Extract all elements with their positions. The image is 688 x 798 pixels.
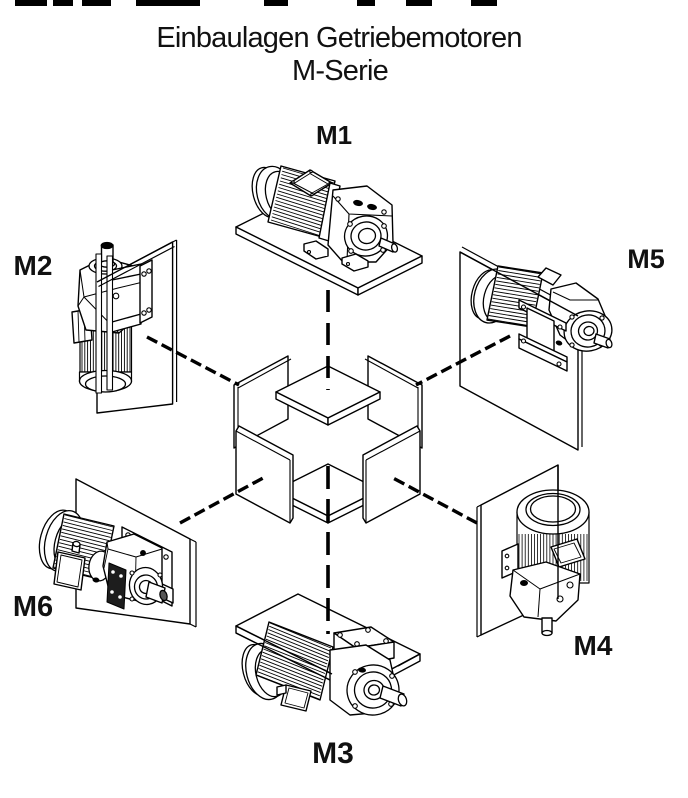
- svg-text:M2: M2: [14, 250, 53, 281]
- svg-text:M1: M1: [316, 120, 352, 150]
- svg-text:M6: M6: [13, 591, 53, 623]
- svg-text:M5: M5: [627, 244, 665, 274]
- svg-text:Einbaulagen Getriebemotoren: Einbaulagen Getriebemotoren: [156, 22, 521, 54]
- svg-text:M-Serie: M-Serie: [292, 55, 388, 87]
- svg-text:M3: M3: [312, 737, 354, 770]
- svg-text:M4: M4: [574, 630, 613, 661]
